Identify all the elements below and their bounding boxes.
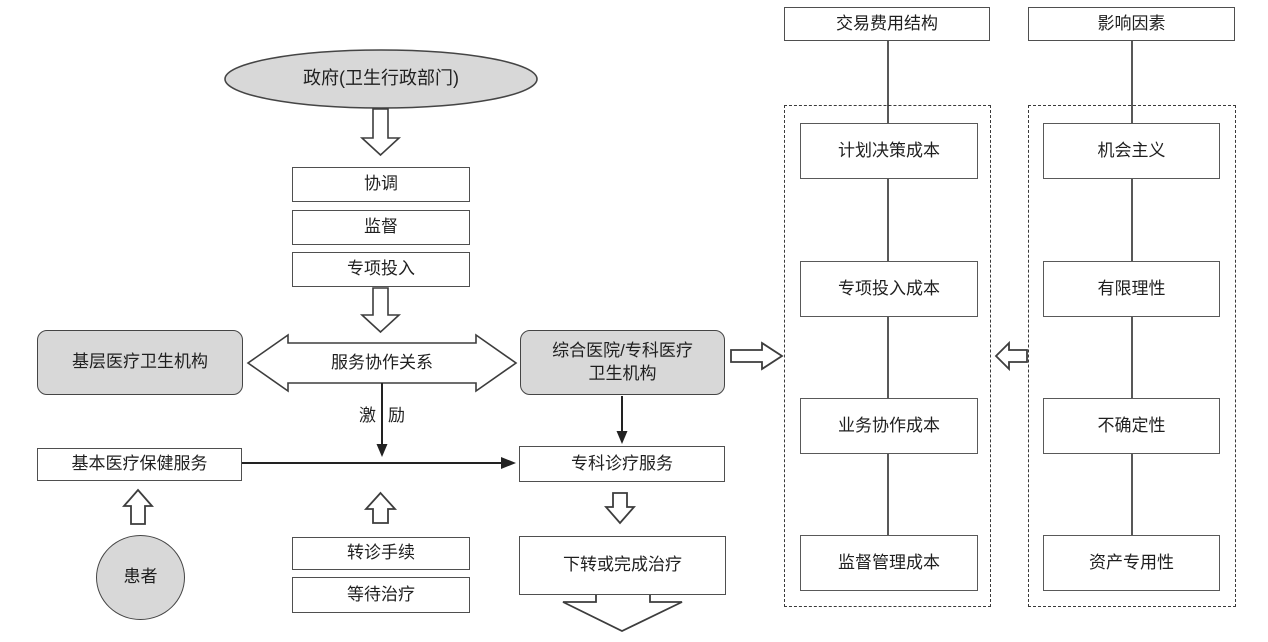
factor-item-bounded-rationality: 有限理性 (1043, 261, 1220, 317)
cost-panel-title: 交易费用结构 (784, 7, 990, 41)
hospital-institution-box: 综合医院/专科医疗 卫生机构 (520, 330, 725, 395)
hollow-down-arrow-investment (359, 287, 402, 334)
hollow-down-arrow-specialist (604, 492, 636, 525)
factor-item-uncertainty: 不确定性 (1043, 398, 1220, 454)
transfer-or-complete-box: 下转或完成治疗 (519, 536, 726, 595)
cost-item-supervision: 监督管理成本 (800, 535, 978, 591)
cost-item-investment: 专项投入成本 (800, 261, 978, 317)
hollow-right-arrow-to-costs (730, 341, 784, 371)
incentive-label-left: 激 (359, 405, 376, 425)
waiting-treatment-box: 等待治疗 (292, 577, 470, 613)
incentive-label-right: 励 (388, 405, 405, 425)
incentive-arrowhead (376, 444, 388, 457)
hollow-down-arrow-gov (359, 108, 402, 157)
big-bottom-arrow (562, 592, 683, 633)
factor-item-opportunism: 机会主义 (1043, 123, 1220, 179)
factor-panel-title: 影响因素 (1028, 7, 1235, 41)
hollow-up-arrow-patient (122, 488, 154, 525)
coordination-box: 协调 (292, 167, 470, 202)
patient-circle: 患者 (96, 535, 185, 620)
cost-item-planning: 计划决策成本 (800, 123, 978, 179)
government-ellipse (224, 49, 538, 109)
specialist-service-box: 专科诊疗服务 (519, 446, 725, 482)
hollow-left-arrow-factors (994, 340, 1028, 372)
cost-panel-frame (784, 105, 991, 607)
hospital-to-specialist-arrowhead (616, 431, 628, 444)
hospital-institution-line2: 卫生机构 (588, 363, 657, 383)
hospital-institution-line1: 综合医院/专科医疗 (552, 340, 693, 360)
double-headed-arrow-service-relation (246, 333, 518, 393)
cost-item-collaboration: 业务协作成本 (800, 398, 978, 454)
basic-to-specialist-arrowhead (501, 457, 516, 469)
service-relation-label: 服务协作关系 (331, 352, 433, 372)
factor-item-asset-specificity: 资产专用性 (1043, 535, 1220, 591)
government-label: 政府(卫生行政部门) (303, 68, 459, 89)
supervision-box: 监督 (292, 210, 470, 245)
special-investment-box: 专项投入 (292, 252, 470, 287)
referral-procedure-box: 转诊手续 (292, 537, 470, 570)
factor-panel-frame (1028, 105, 1236, 607)
hollow-up-arrow-referral (363, 491, 398, 524)
incentive-label: 激 励 (344, 403, 420, 429)
basic-care-service-box: 基本医疗保健服务 (37, 448, 242, 481)
primary-care-institution-box: 基层医疗卫生机构 (37, 330, 243, 395)
